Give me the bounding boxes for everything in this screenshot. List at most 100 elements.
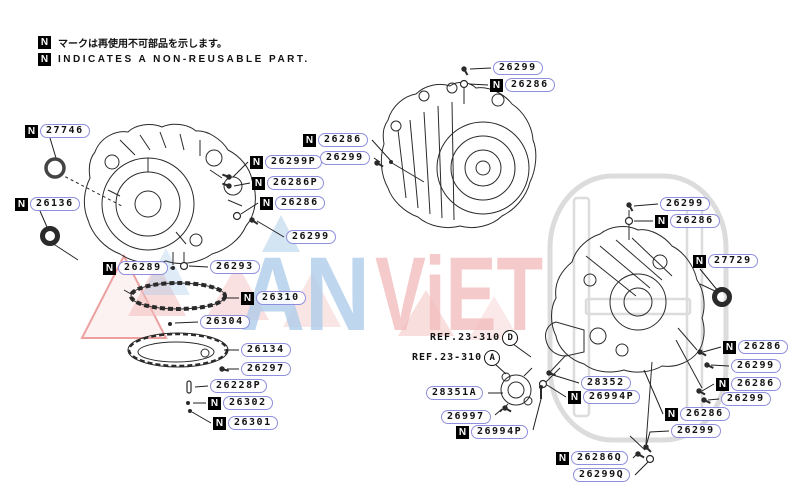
part-number[interactable]: 26286 (731, 377, 781, 391)
part-number[interactable]: 26286Q (571, 451, 629, 465)
pink-triangle (128, 262, 186, 316)
dot-icon (389, 160, 393, 164)
bolt-icon (374, 160, 384, 168)
part-number[interactable]: 26994P (583, 390, 641, 404)
part-number[interactable]: 28351A (426, 386, 484, 400)
anviet-watermark: AN ViET (80, 173, 729, 443)
part-number[interactable]: 26299Q (573, 468, 631, 482)
part-label-26293: 26293 (210, 260, 260, 274)
part-number[interactable]: 26299 (731, 359, 781, 373)
part-label-26299: 26299 (286, 230, 336, 244)
part-label-26134: 26134 (241, 343, 291, 357)
bolt-icon (222, 182, 232, 189)
part-number[interactable]: 26299 (493, 61, 543, 75)
part-number[interactable]: 26286 (505, 78, 555, 92)
static-lines (51, 173, 123, 261)
bolt-icon (696, 388, 706, 396)
bolt-icon (222, 173, 232, 180)
part-number[interactable]: 28352 (581, 376, 631, 390)
bolt-icon (701, 397, 711, 404)
fasteners (40, 66, 732, 464)
bolt-icon (502, 405, 512, 413)
pink-triangle (205, 264, 269, 320)
part-number[interactable]: 27746 (40, 124, 90, 138)
part-number[interactable]: 26297 (241, 362, 291, 376)
non-reusable-icon: N (655, 214, 668, 228)
part-label-26304: 26304 (200, 315, 250, 329)
part-number[interactable]: 26302 (223, 396, 273, 410)
part-number[interactable]: 26286 (318, 133, 368, 147)
non-reusable-icon: N (213, 416, 226, 430)
part-label-26299: 26299 (660, 197, 710, 211)
part-number[interactable]: 26134 (241, 343, 291, 357)
pan-gasket (123, 281, 227, 311)
bolt-icon (704, 362, 714, 369)
part-number[interactable]: 26286 (275, 196, 325, 210)
non-reusable-icon: N (252, 176, 265, 190)
part-number[interactable]: 26228P (210, 379, 268, 393)
non-reusable-icon: N (250, 155, 263, 169)
part-number[interactable]: 26310 (256, 291, 306, 305)
bolt-icon (546, 370, 556, 377)
part-number[interactable]: 26286 (670, 214, 720, 228)
part-number[interactable]: 26299 (320, 151, 370, 165)
part-number[interactable]: 26286 (680, 407, 730, 421)
bolt-icon (219, 366, 230, 372)
ring-icon (645, 454, 655, 464)
seal-dark-icon (712, 287, 732, 307)
part-number[interactable]: 26299 (660, 197, 710, 211)
ref-circle-A[interactable]: A (484, 350, 501, 366)
part-number[interactable]: 26286P (267, 176, 325, 190)
part-label-26299: 26299 (721, 392, 771, 406)
bolt-icon (626, 202, 634, 212)
pink-triangle (468, 296, 520, 340)
non-reusable-icon: N (15, 197, 28, 211)
part-number[interactable]: 26997 (441, 410, 491, 424)
ref-text: REF.23-310 (430, 332, 501, 343)
part-number[interactable]: 26299P (265, 155, 323, 169)
bolt-icon (643, 444, 652, 453)
part-number[interactable]: 26136 (30, 197, 80, 211)
non-reusable-icon: N (241, 291, 254, 305)
part-number[interactable]: 26299 (671, 424, 721, 438)
leader-lines (39, 67, 730, 476)
part-label-26299: 26299 (320, 151, 370, 165)
part-number[interactable]: 26289 (118, 261, 168, 275)
ring-icon (232, 211, 242, 221)
part-number[interactable]: 26286 (738, 340, 788, 354)
part-number[interactable]: 26293 (210, 260, 260, 274)
dot-icon (168, 322, 172, 326)
non-reusable-icon: N (665, 407, 678, 421)
dot-icon (186, 401, 190, 405)
seal-open-icon (44, 157, 66, 179)
part-number[interactable]: 27729 (708, 254, 758, 268)
non-reusable-icon: N (103, 261, 116, 275)
part-number[interactable]: 26299 (721, 392, 771, 406)
part-number[interactable]: 26304 (200, 315, 250, 329)
ref-circle-D[interactable]: D (502, 330, 519, 346)
part-label-26297: 26297 (241, 362, 291, 376)
legend-text-english: INDICATES A NON-REUSABLE PART. (58, 54, 310, 65)
oil-pan (127, 332, 229, 368)
part-number[interactable]: 26299 (286, 230, 336, 244)
part-number[interactable]: 26994P (471, 425, 529, 439)
non-reusable-icon: N (723, 340, 736, 354)
part-number[interactable]: 26301 (228, 416, 278, 430)
